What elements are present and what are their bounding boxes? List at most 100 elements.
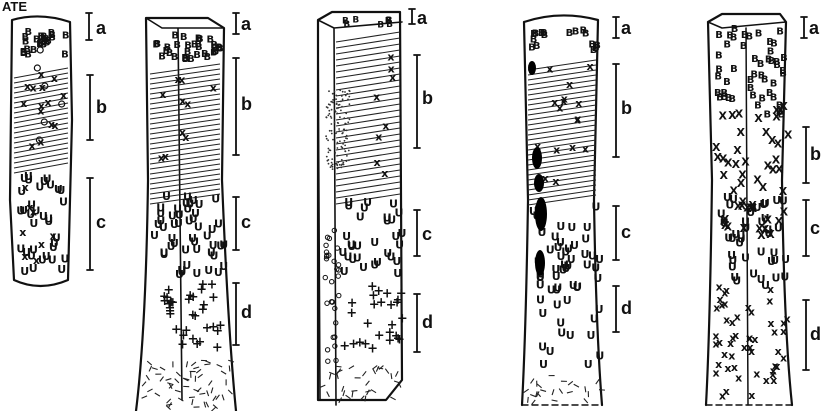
stipple-dot [326, 138, 328, 140]
specimen-2-bar-b [233, 58, 239, 155]
hatch-line [150, 164, 220, 174]
specimen-3-bar-d [414, 294, 420, 352]
stipple-dot [347, 121, 349, 123]
hatch-line [336, 128, 400, 138]
hatch-line [336, 110, 400, 120]
texture-glyph: + [183, 292, 194, 307]
specimen-5-label-c: c [810, 218, 820, 238]
texture-glyph: X [772, 154, 781, 167]
texture-glyph: + [346, 306, 357, 321]
dash-mark [206, 402, 209, 407]
specimen-3-label-b: b [422, 88, 433, 108]
dash-mark [186, 361, 187, 367]
dash-mark [327, 392, 330, 397]
texture-glyph: U [764, 227, 773, 240]
specimen-2-label-b: b [241, 94, 252, 114]
texture-glyph: X [732, 158, 741, 171]
stipple-dot [330, 116, 332, 118]
texture-glyph: x [553, 144, 560, 157]
stipple-dot [345, 113, 347, 115]
texture-glyph: U [587, 329, 596, 342]
dash-mark [175, 390, 181, 392]
specimen-5-bar-c [803, 200, 809, 256]
texture-glyph: + [212, 341, 223, 356]
stipple-dot [348, 150, 350, 152]
texture-glyph: x [382, 120, 389, 133]
specimen-4-bar-c [613, 206, 619, 260]
stipple-dot [341, 159, 343, 161]
stipple-dot [341, 106, 343, 108]
texture-glyph: x [723, 284, 730, 297]
dash-mark [147, 389, 152, 392]
specimen-1-label-b: b [96, 97, 107, 117]
stipple-dot [332, 164, 334, 166]
texture-glyph: U [770, 254, 779, 267]
specimen-2-bar-d [233, 283, 239, 345]
stipple-dot [331, 101, 333, 103]
texture-glyph: x [381, 167, 388, 180]
dash-mark [367, 390, 370, 395]
texture-glyph: U [781, 253, 790, 266]
ring-mark [324, 243, 328, 247]
texture-glyph: + [397, 311, 408, 326]
texture-glyph: B [377, 21, 384, 31]
specimen-5-label-a: a [809, 18, 820, 38]
dash-mark [532, 400, 536, 405]
texture-glyph: B [193, 50, 201, 61]
texture-glyph: x [715, 358, 722, 371]
dash-mark [192, 399, 193, 405]
specimen-5-bar-b [803, 127, 809, 183]
texture-glyph: X [724, 156, 733, 169]
dash-mark [373, 369, 376, 374]
texture-glyph: x [734, 311, 741, 324]
stipple-dot [331, 123, 333, 125]
texture-glyph: X [737, 126, 746, 139]
texture-glyph: U [195, 198, 204, 211]
texture-glyph: B [770, 92, 778, 103]
dash-mark [166, 379, 172, 381]
stipple-dot [332, 139, 334, 141]
texture-glyph: B [758, 70, 766, 81]
texture-glyph: x [20, 97, 27, 110]
dash-mark [167, 399, 171, 403]
specimen-4: BBBBBBBBBBBBBBBBxxxxxxxxxxxxxxxxUUUUUUUU… [522, 15, 632, 405]
texture-glyph: B [747, 83, 755, 94]
texture-glyph: U [211, 192, 220, 205]
texture-glyph: X [784, 129, 793, 142]
header-fragment: ATE [2, 0, 27, 14]
specimen-4-label-b: b [621, 98, 632, 118]
texture-glyph: x [546, 62, 553, 75]
ring-mark [326, 359, 330, 363]
stipple-dot [335, 95, 337, 97]
texture-glyph: U [219, 239, 228, 252]
texture-glyph: U [340, 265, 349, 278]
texture-glyph: x [48, 118, 55, 131]
texture-glyph: + [373, 284, 384, 299]
dash-mark [196, 369, 201, 373]
stipple-dot [338, 128, 340, 130]
stipple-dot [339, 164, 341, 166]
texture-glyph: x [587, 60, 594, 73]
specimen-4-bar-a [613, 17, 619, 38]
texture-glyph: x [582, 142, 589, 155]
texture-glyph: + [171, 323, 182, 338]
texture-glyph: U [556, 220, 565, 233]
texture-glyph: x [38, 238, 45, 251]
texture-glyph: + [362, 317, 373, 332]
dash-mark [391, 373, 392, 379]
dash-mark [166, 404, 172, 405]
hatch-line [336, 182, 400, 192]
texture-glyph: U [551, 263, 560, 276]
texture-glyph: X [720, 169, 729, 182]
dash-mark [376, 366, 379, 371]
texture-glyph: + [207, 278, 218, 293]
texture-glyph: x [29, 140, 36, 153]
hatch-line [528, 120, 596, 130]
texture-glyph: x [26, 201, 33, 214]
stipple-dot [346, 135, 348, 137]
texture-glyph: X [754, 112, 763, 125]
specimen-5-bar-d [803, 300, 809, 370]
texture-glyph: U [563, 294, 572, 307]
stipple-dot [346, 155, 348, 157]
texture-glyph: U [204, 264, 213, 277]
